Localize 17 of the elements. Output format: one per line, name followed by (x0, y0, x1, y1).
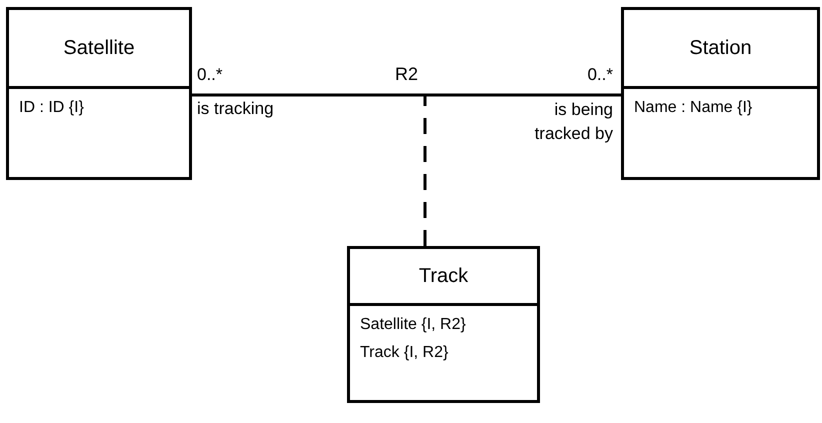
class-name: Satellite (63, 36, 135, 61)
class-name: Track (418, 264, 468, 289)
multiplicity-label: is tracking (197, 98, 275, 120)
multiplicity-label: 0..* (197, 64, 224, 86)
dashed-connector (424, 95, 426, 246)
class-box (347, 246, 540, 403)
class-name: Station (689, 36, 752, 61)
edge-label: R2 (395, 63, 418, 85)
attribute-text: Name : Name {I} (634, 98, 754, 118)
attribute-text: ID : ID {I} (19, 98, 85, 118)
attribute-text: Track {I, R2} (360, 343, 450, 363)
class-box (6, 7, 192, 180)
multiplicity-label: is being tracked by (534, 99, 613, 145)
multiplicity-label: 0..* (586, 64, 613, 86)
attribute-text: Satellite {I, R2} (360, 315, 467, 335)
association-line (192, 94, 621, 96)
class-box (621, 7, 820, 180)
